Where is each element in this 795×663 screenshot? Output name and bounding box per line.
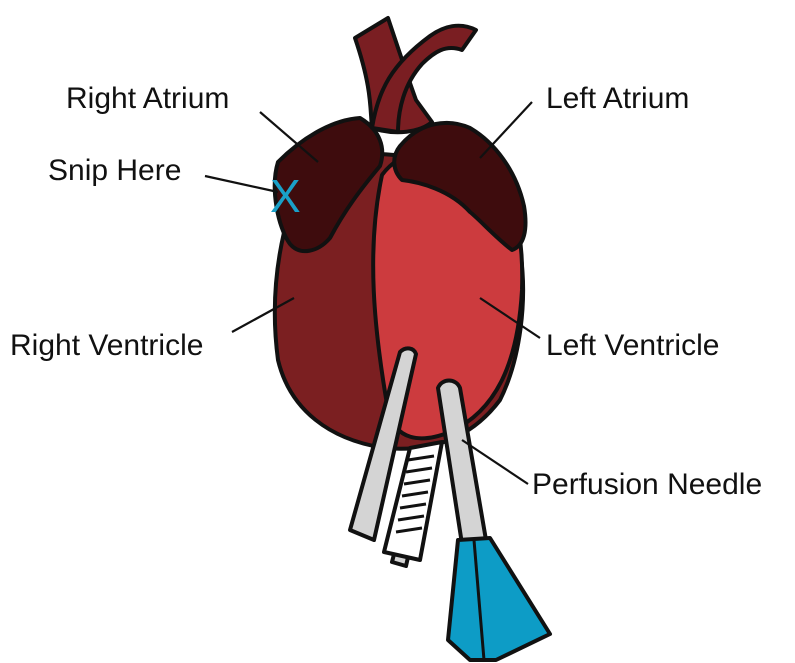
label-left-atrium: Left Atrium (546, 82, 689, 115)
label-right-atrium: Right Atrium (66, 82, 229, 115)
perfusion-needle-icon (438, 381, 550, 661)
snip-x-mark: X (270, 170, 301, 222)
label-snip-here: Snip Here (48, 154, 181, 187)
aortic-arch (355, 18, 476, 132)
label-right-ventricle: Right Ventricle (10, 329, 203, 362)
label-perfusion-needle: Perfusion Needle (532, 468, 762, 501)
label-left-ventricle: Left Ventricle (546, 329, 719, 362)
